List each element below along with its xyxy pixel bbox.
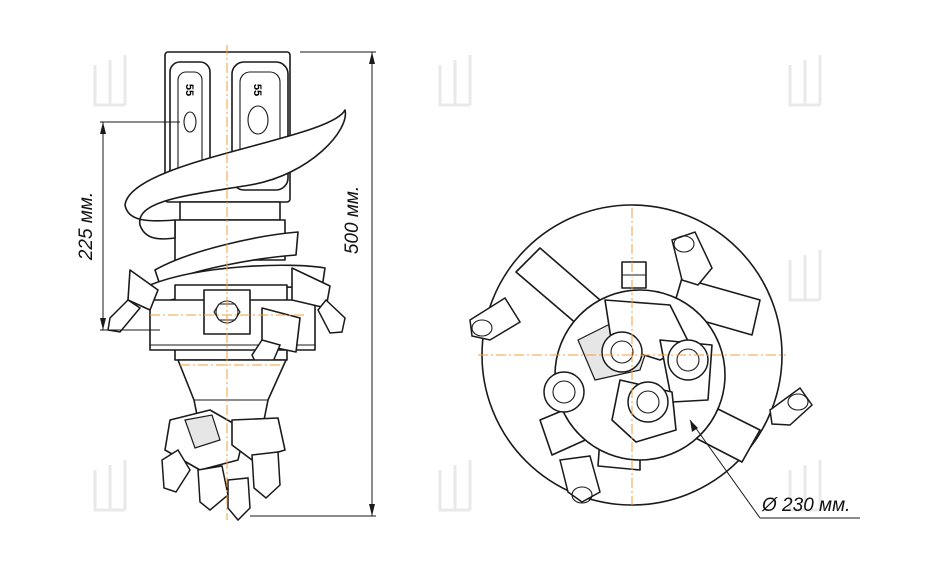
dimension-500-label: 500 мм. [342,186,363,254]
side-tooth-right [291,267,346,334]
pilot-teeth [161,409,286,522]
dimension-500: 500 мм. [250,51,376,517]
dimension-diameter: Ø 230 мм. [689,419,860,519]
dimension-diameter-label: Ø 230 мм. [761,495,850,516]
dimension-225-label: 225 мм. [76,192,97,261]
side-view: 55 55 [76,45,376,522]
outer-teeth [469,231,813,504]
helical-flight [124,109,347,240]
side-tooth-left [107,269,159,333]
tooth-mark-right: 55 [251,84,263,96]
tooth-mark-left: 55 [183,84,195,96]
watermark-logos [93,55,822,512]
dimension-225: 225 мм. [76,121,180,331]
end-view: Ø 230 мм. [469,204,860,519]
